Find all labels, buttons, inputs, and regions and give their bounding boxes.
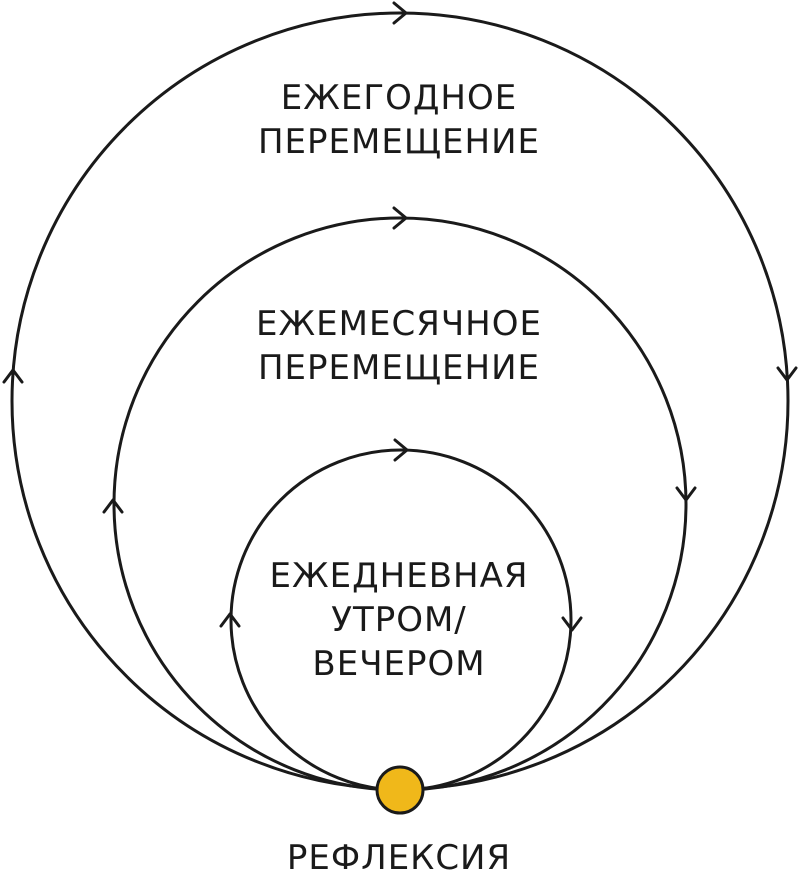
monthly-label: ЕЖЕМЕСЯЧНОЕ ПЕРЕМЕЩЕНИЕ [0, 302, 798, 390]
arrow-up-icon [2, 368, 24, 384]
daily-label: ЕЖЕДНЕВНАЯ УТРОМ/ ВЕЧЕРОМ [0, 554, 798, 686]
label-line: ПЕРЕМЕЩЕНИЕ [257, 348, 540, 388]
arrow-right-icon [392, 206, 408, 230]
label-line: УТРОМ/ [331, 600, 467, 640]
label-line: ЕЖЕГОДНОЕ [280, 78, 518, 118]
yearly-label: ЕЖЕГОДНОЕ ПЕРЕМЕЩЕНИЕ [0, 76, 798, 164]
reflection-dot [375, 765, 425, 815]
label-line: ПЕРЕМЕЩЕНИЕ [257, 122, 540, 162]
reflection-label: РЕФЛЕКСИЯ [286, 838, 512, 878]
arrow-up-icon [219, 612, 241, 628]
label-line: ВЕЧЕРОМ [312, 644, 486, 684]
arrow-up-icon [102, 498, 124, 514]
arrow-right-icon [393, 438, 409, 462]
arrow-right-icon [392, 1, 408, 25]
arrow-down-icon [561, 616, 583, 632]
arrow-down-icon [776, 366, 798, 382]
arrow-down-icon [675, 486, 697, 502]
label-line: ЕЖЕМЕСЯЧНОЕ [256, 304, 542, 344]
label-line: ЕЖЕДНЕВНАЯ [269, 556, 529, 596]
